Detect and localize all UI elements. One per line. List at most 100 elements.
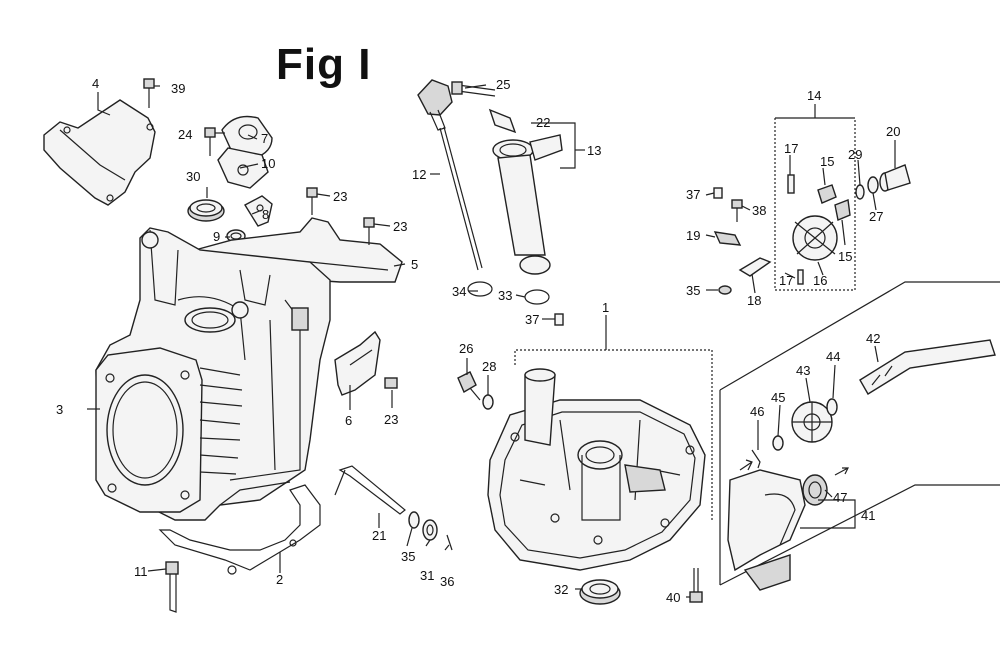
part-18-shaft — [738, 257, 772, 277]
callout-17-a: 17 — [784, 141, 798, 156]
callout-22: 22 — [536, 115, 550, 130]
part-1-crankcase-cover — [487, 349, 713, 571]
callout-19: 19 — [686, 228, 700, 243]
part-4-cover-plate — [43, 99, 156, 206]
callout-43: 43 — [796, 363, 810, 378]
callout-3: 3 — [56, 402, 63, 417]
callout-10: 10 — [261, 156, 275, 171]
callout-1: 1 — [602, 300, 609, 315]
callout-13: 13 — [587, 143, 601, 158]
part-23-bolt-a — [306, 187, 318, 215]
figure-title: Fig I — [276, 40, 372, 89]
callout-11: 11 — [134, 564, 148, 579]
callout-44: 44 — [826, 349, 840, 364]
callout-32: 32 — [554, 582, 568, 597]
part-39-bolt — [143, 78, 155, 108]
part-15-weight-a — [817, 184, 837, 204]
callout-35-a: 35 — [401, 549, 415, 564]
part-45-washer — [772, 435, 784, 451]
part-30-oil-seal — [187, 199, 225, 222]
part-21-rod — [334, 465, 406, 515]
part-38-bolt — [731, 199, 743, 222]
callout-36: 36 — [440, 574, 454, 589]
part-41-panel — [719, 281, 1000, 586]
callout-20: 20 — [886, 124, 900, 139]
callout-39: 39 — [171, 81, 185, 96]
part-23-bolt-b — [363, 217, 375, 245]
part-17-pin-b — [797, 269, 804, 285]
part-46-pin — [751, 449, 761, 469]
callout-24: 24 — [178, 127, 192, 142]
callout-26: 26 — [459, 341, 473, 356]
part-41-crank-housing — [727, 469, 806, 591]
part-23-bolt-c — [384, 377, 398, 389]
callout-31: 31 — [420, 568, 434, 583]
part-29-washer — [855, 184, 865, 200]
part-22-pin — [488, 108, 517, 134]
callout-37-b: 37 — [686, 187, 700, 202]
part-25-bolt — [451, 81, 496, 97]
callout-42: 42 — [866, 331, 880, 346]
part-19-lever — [713, 231, 742, 246]
part-34-o-ring — [467, 281, 493, 297]
part-44-washer — [826, 398, 838, 416]
callout-21: 21 — [372, 528, 386, 543]
callout-2: 2 — [276, 572, 283, 587]
callout-16: 16 — [813, 273, 827, 288]
callout-28: 28 — [482, 359, 496, 374]
part-13-filler-tube — [492, 134, 563, 275]
callout-45: 45 — [771, 390, 785, 405]
callout-37-a: 37 — [525, 312, 539, 327]
part-32-oil-seal — [579, 579, 621, 605]
callout-30: 30 — [186, 169, 200, 184]
part-20-shaft — [879, 164, 911, 192]
callout-6: 6 — [345, 413, 352, 428]
callout-17-b: 17 — [779, 273, 793, 288]
part-28-washer — [482, 394, 494, 410]
callout-41: 41 — [861, 508, 875, 523]
part-10-breather-base — [217, 147, 269, 189]
callout-27: 27 — [869, 209, 883, 224]
part-31-washer — [422, 519, 438, 541]
part-3-cylinder-block — [95, 227, 331, 521]
part-35-washer-a — [408, 511, 420, 529]
callout-5: 5 — [411, 257, 418, 272]
part-16-governor-gear — [792, 215, 838, 261]
callout-15-a: 15 — [820, 154, 834, 169]
callout-35-b: 35 — [686, 283, 700, 298]
callout-15-b: 15 — [838, 249, 852, 264]
part-36-clip — [446, 534, 453, 551]
part-11-bolt — [165, 561, 179, 613]
part-33-o-ring — [524, 289, 550, 305]
callout-23-c: 23 — [384, 412, 398, 427]
callout-40: 40 — [666, 590, 680, 605]
part-24-bolt — [204, 127, 216, 156]
callout-18: 18 — [747, 293, 761, 308]
leader-lines — [87, 84, 896, 598]
callout-25: 25 — [496, 77, 510, 92]
callout-4: 4 — [92, 76, 99, 91]
part-43-gear — [791, 401, 833, 443]
callout-34: 34 — [452, 284, 466, 299]
callout-8: 8 — [262, 207, 269, 222]
part-2-gasket — [158, 484, 321, 575]
part-15-weight-b — [834, 199, 851, 221]
callout-14: 14 — [807, 88, 821, 103]
callout-23-a: 23 — [333, 189, 347, 204]
callout-33: 33 — [498, 288, 512, 303]
callout-12: 12 — [412, 167, 426, 182]
part-37-dowel-b — [713, 187, 723, 199]
part-26-bolt — [457, 371, 481, 401]
callout-7: 7 — [261, 131, 268, 146]
callout-labels: 4 39 24 7 10 30 8 9 23 23 5 3 6 23 11 2 … — [56, 76, 900, 605]
part-12-dipstick — [417, 79, 483, 271]
part-27-washer — [867, 176, 879, 194]
callout-47: 47 — [833, 490, 847, 505]
part-40-bolt — [689, 568, 703, 603]
part-6-bracket — [334, 330, 381, 396]
callout-9: 9 — [213, 229, 220, 244]
callout-23-b: 23 — [393, 219, 407, 234]
part-37-dowel-a — [554, 313, 564, 326]
